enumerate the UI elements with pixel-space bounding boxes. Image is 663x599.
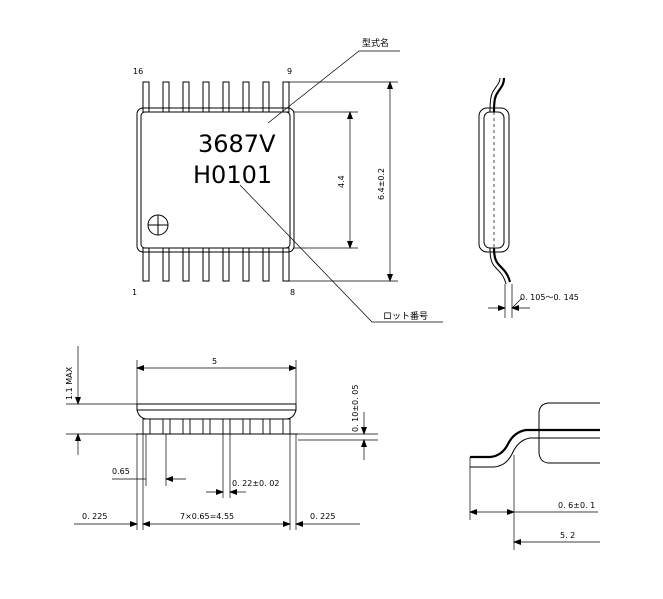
label-model-name: 型式名	[362, 37, 389, 49]
top-pin-row	[142, 81, 290, 113]
pin-number-9: 9	[287, 67, 292, 76]
side-view: 0. 105～0. 145	[478, 77, 579, 318]
lot-marking: H0101	[193, 161, 272, 189]
pin-number-1: 1	[132, 288, 137, 297]
top-view: 3687V H0101 16 9 1 8 型式名 ロット番号 4.4 6.4±0…	[132, 37, 443, 323]
dim-left-margin: 0. 225	[82, 512, 107, 521]
dim-total-width: 6.4±0.2	[377, 168, 386, 200]
front-view: 5 1.1 MAX 0. 10±0. 05 0.65 0. 22±0. 02	[65, 346, 378, 530]
pin-number-8: 8	[290, 288, 295, 297]
dim-lead-width: 0. 22±0. 02	[232, 479, 279, 488]
dim-lead-length: 0. 6±0. 1	[558, 501, 595, 510]
detail-body	[538, 402, 600, 464]
pin1-indicator-icon	[147, 214, 169, 236]
dim-length: 5	[212, 357, 217, 366]
dim-max-height: 1.1 MAX	[65, 366, 74, 400]
dim-lead-thickness: 0. 105～0. 145	[520, 293, 579, 302]
bottom-pin-row	[142, 247, 290, 282]
dim-standoff: 0. 10±0. 05	[351, 385, 360, 432]
front-lead-row	[142, 418, 291, 435]
dim-pitch: 0.65	[112, 467, 130, 476]
dim-pitch-total: 7×0.65=4.55	[180, 512, 234, 521]
dim-right-margin: 0. 225	[310, 512, 335, 521]
package-body	[136, 107, 295, 253]
dim-span: 5. 2	[560, 531, 575, 540]
part-marking: 3687V	[198, 130, 276, 158]
front-body	[136, 403, 297, 411]
label-lot-number: ロット番号	[383, 310, 428, 322]
pin-number-16: 16	[133, 67, 143, 76]
dim-body-width: 4.4	[337, 175, 346, 188]
detail-view: 0. 6±0. 1 5. 2	[469, 402, 600, 550]
